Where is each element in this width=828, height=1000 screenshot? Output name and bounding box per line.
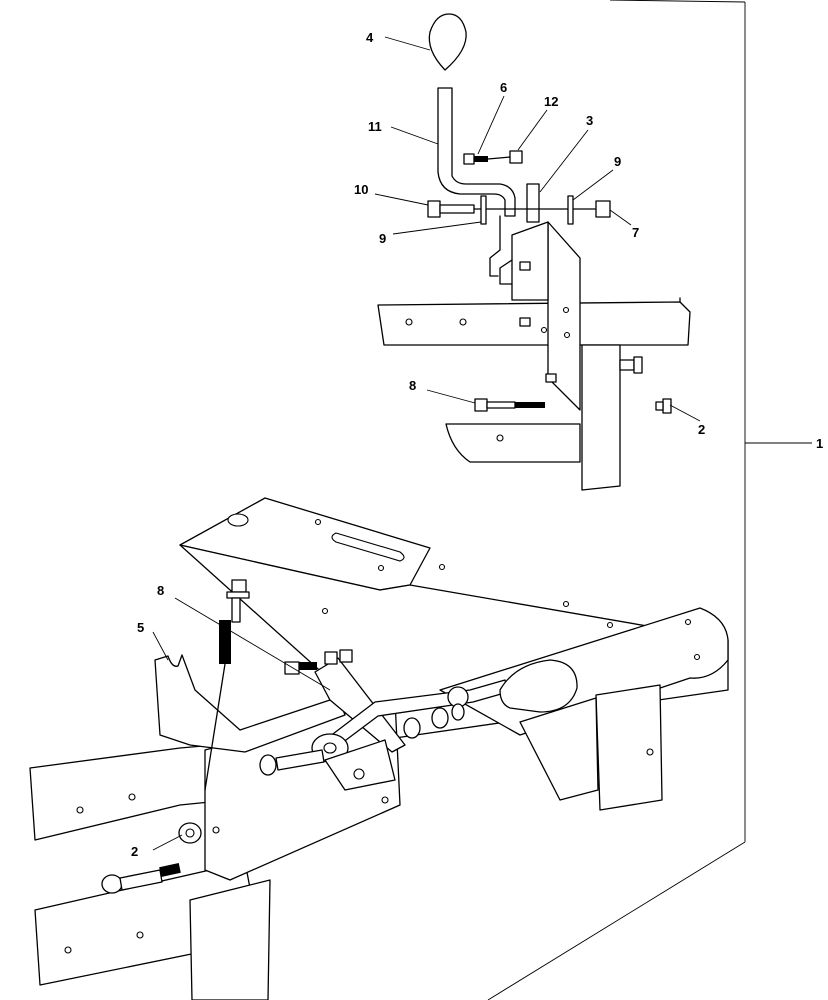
frame-beam-lower xyxy=(445,423,581,463)
callout-labels: 4 6 12 3 11 9 10 7 9 8 2 1 8 5 2 xyxy=(131,30,823,859)
callout-10: 10 xyxy=(354,182,368,197)
callout-1: 1 xyxy=(816,436,823,451)
washer-9-right xyxy=(567,195,574,225)
callout-12: 12 xyxy=(544,94,558,109)
bottom-assembled-view xyxy=(29,497,729,1000)
bolt-lower-left xyxy=(101,863,181,894)
bolt-8-bottom xyxy=(204,579,250,791)
callout-7: 7 xyxy=(632,225,639,240)
callout-4: 4 xyxy=(366,30,374,45)
knob-4 xyxy=(428,13,467,71)
callout-2-bottom: 2 xyxy=(131,844,138,859)
callout-3: 3 xyxy=(586,113,593,128)
shift-lever-lower xyxy=(324,659,578,753)
frame-post-lower xyxy=(189,879,271,1000)
bolt-8-top xyxy=(474,398,545,412)
nut-2-bottom xyxy=(178,822,202,844)
nut-2-top xyxy=(655,398,672,414)
washer-9-left xyxy=(480,195,487,225)
nut-7 xyxy=(595,200,611,218)
frame-beam-upper xyxy=(377,297,691,346)
bolt-small xyxy=(284,649,353,675)
pivot-bolt-lower xyxy=(259,749,325,776)
frame-post xyxy=(581,344,621,491)
bracket-5 xyxy=(154,654,346,753)
nut-12 xyxy=(487,150,523,164)
callout-8-top: 8 xyxy=(409,378,416,393)
callout-6: 6 xyxy=(500,80,507,95)
bracket-right-lower xyxy=(595,684,663,811)
callout-9-left: 9 xyxy=(379,231,386,246)
shift-bracket-plate xyxy=(499,183,581,411)
post-bolt xyxy=(619,356,643,374)
screw-6 xyxy=(463,153,488,165)
callout-11: 11 xyxy=(368,119,382,134)
callout-8-bottom: 8 xyxy=(157,583,164,598)
callout-9-right: 9 xyxy=(614,154,621,169)
shift-lever-11 xyxy=(437,87,516,217)
callout-2-top: 2 xyxy=(698,422,705,437)
frame-channel xyxy=(519,697,599,801)
pivot-bolt-10 xyxy=(427,200,596,218)
pivot-assembly xyxy=(311,703,465,791)
top-detail-view xyxy=(377,13,691,491)
callout-5: 5 xyxy=(137,620,144,635)
lever-link xyxy=(489,215,531,277)
leader-lines xyxy=(152,36,701,851)
assembly-bracket-lines xyxy=(487,0,812,1000)
